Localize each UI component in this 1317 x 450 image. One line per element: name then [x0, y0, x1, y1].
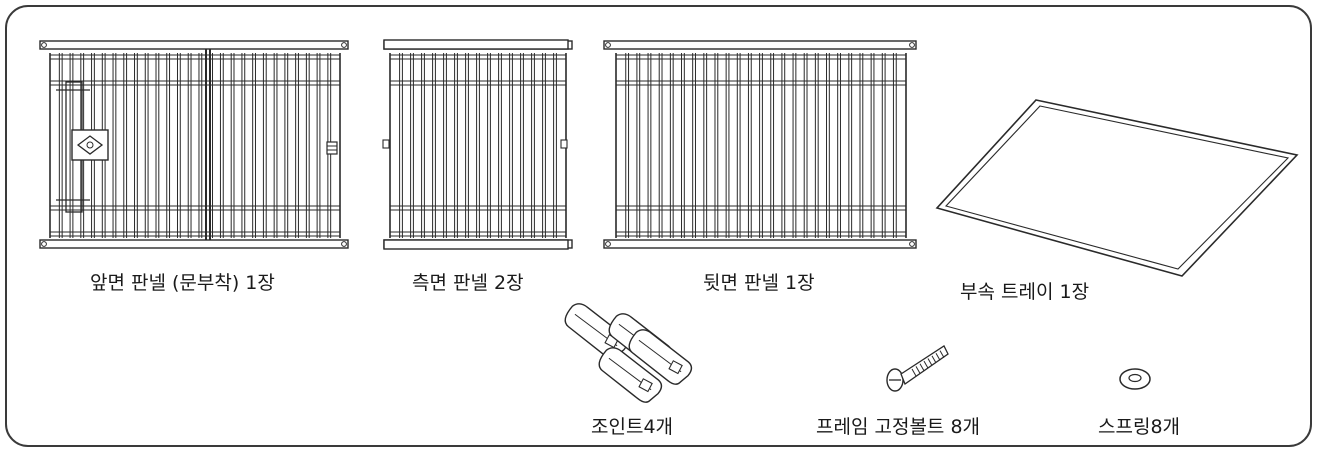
joint-slot [638, 378, 653, 393]
side-panel-illustration [382, 39, 573, 250]
mounting-hole [605, 241, 611, 247]
tray-rim [935, 99, 1299, 277]
mounting-hole [909, 241, 915, 247]
right-clip [326, 141, 338, 155]
top-bar [603, 40, 917, 50]
bottom-bar [39, 239, 349, 249]
bolt-thread [927, 358, 933, 366]
mounting-hole [341, 241, 347, 247]
bolt-thread [931, 355, 937, 364]
bolt-label: 프레임 고정볼트 8개 [816, 416, 981, 438]
joint-clip [598, 347, 663, 403]
washer-inner [1128, 373, 1142, 383]
joint-slot [668, 360, 683, 375]
front-panel-illustration [39, 40, 349, 249]
bolt-thread [911, 368, 917, 377]
bolt-thread [935, 353, 941, 361]
bolt-shaft [900, 345, 949, 386]
spring-illustration [1119, 368, 1151, 390]
bolt-thread [923, 360, 929, 369]
tray-label: 부속 트레이 1장 [960, 281, 1090, 303]
latch-knob [86, 141, 94, 149]
bolt-illustration [886, 345, 949, 392]
side-latch-right [560, 139, 568, 149]
bottom-bar [603, 239, 917, 249]
mounting-hole [41, 42, 47, 48]
joint-illustration [564, 303, 693, 403]
mounting-hole [605, 42, 611, 48]
side-top-bar [383, 39, 569, 50]
tray-illustration [935, 99, 1299, 277]
mounting-hole [341, 42, 347, 48]
latch-handle [76, 135, 104, 155]
tray-inner [944, 105, 1290, 270]
back-panel-label: 뒷면 판넬 1장 [703, 272, 815, 294]
joint-clip [628, 329, 693, 385]
side-latch-left [382, 139, 390, 149]
joint-clip [564, 303, 629, 359]
outer-frame [5, 5, 1312, 447]
bolt-thread [915, 366, 921, 374]
front-panel-label: 앞면 판넬 (문부착) 1장 [90, 272, 275, 294]
side-bottom-bar [383, 239, 569, 250]
side-panel-label: 측면 판넬 2장 [412, 272, 524, 294]
bolt-thread [939, 350, 945, 358]
joint-label: 조인트4개 [591, 416, 674, 438]
mounting-hole [41, 241, 47, 247]
bolt-thread [919, 363, 925, 371]
spring-label: 스프링8개 [1098, 416, 1181, 438]
top-bar [39, 40, 349, 50]
mounting-hole [909, 42, 915, 48]
back-panel-illustration [603, 40, 917, 249]
